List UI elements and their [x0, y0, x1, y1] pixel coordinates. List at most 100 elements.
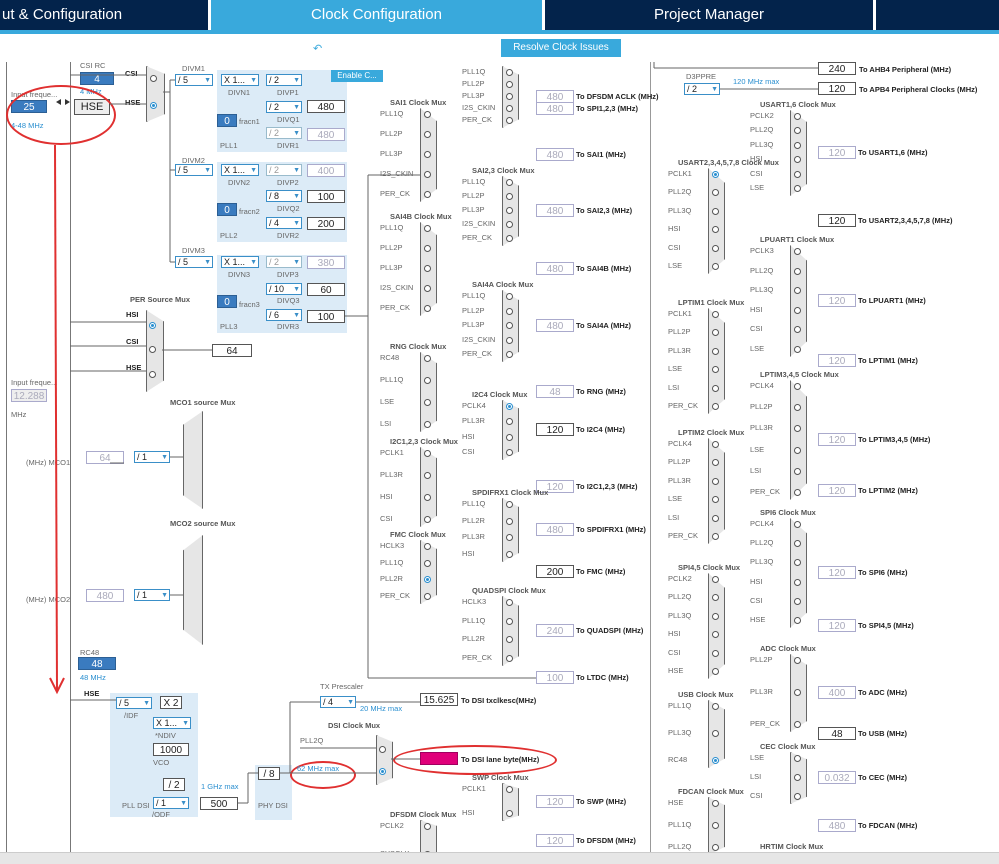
- pll3-divq-select[interactable]: / 10▼: [266, 283, 302, 295]
- mux-radio[interactable]: [506, 351, 513, 358]
- mux-radio[interactable]: [424, 171, 431, 178]
- mux-radio[interactable]: [712, 403, 719, 410]
- pll3-divm-select[interactable]: / 5▼: [175, 256, 213, 268]
- mux-radio[interactable]: [794, 141, 801, 149]
- per-radio-hsi[interactable]: [149, 322, 156, 329]
- mux-radio[interactable]: [424, 543, 431, 550]
- mux-radio[interactable]: [794, 425, 801, 433]
- mux-radio[interactable]: [712, 800, 719, 807]
- dsi-radio-pll2q[interactable]: [379, 746, 386, 753]
- mux-radio[interactable]: [424, 559, 431, 567]
- mux-radio[interactable]: [712, 703, 719, 710]
- mux-radio[interactable]: [424, 472, 431, 479]
- mux-radio[interactable]: [794, 185, 801, 192]
- mux-radio[interactable]: [794, 446, 801, 454]
- mux-radio[interactable]: [794, 559, 801, 567]
- mux-radio[interactable]: [712, 441, 719, 448]
- mux-radio[interactable]: [712, 263, 719, 270]
- mux-radio[interactable]: [424, 305, 431, 312]
- mux-radio[interactable]: [424, 494, 431, 501]
- mux-radio[interactable]: [712, 244, 719, 252]
- mux-radio[interactable]: [506, 179, 513, 186]
- pll-source-hse-radio[interactable]: [150, 102, 157, 109]
- mux-radio[interactable]: [712, 171, 719, 178]
- mux-radio[interactable]: [712, 329, 719, 337]
- mux-radio[interactable]: [712, 207, 719, 215]
- per-radio-csi[interactable]: [149, 346, 156, 353]
- resolve-clock-issues-button[interactable]: Resolve Clock Issues: [501, 39, 621, 57]
- dsi-idf-select[interactable]: / 5▼: [116, 697, 152, 709]
- mux-radio[interactable]: [794, 113, 801, 120]
- mux-radio[interactable]: [712, 649, 719, 657]
- mux-radio[interactable]: [506, 193, 513, 200]
- mux-radio[interactable]: [712, 384, 719, 392]
- mux-radio[interactable]: [794, 521, 801, 528]
- mux-radio[interactable]: [712, 757, 719, 764]
- mux-radio[interactable]: [506, 293, 513, 300]
- mux-radio[interactable]: [424, 421, 431, 428]
- mux-radio[interactable]: [712, 477, 719, 485]
- mux-radio[interactable]: [506, 786, 513, 793]
- enable-css-button[interactable]: Enable C...: [331, 70, 383, 82]
- mux-radio[interactable]: [794, 467, 801, 475]
- mux-radio[interactable]: [712, 347, 719, 355]
- pll3-divn-select[interactable]: X 1...▼: [221, 256, 259, 268]
- mux-radio[interactable]: [424, 285, 431, 292]
- mux-radio[interactable]: [506, 221, 513, 228]
- mux-radio[interactable]: [506, 551, 513, 558]
- tab-tools[interactable]: [876, 0, 999, 30]
- mux-radio[interactable]: [794, 657, 801, 664]
- per-radio-hse[interactable]: [149, 371, 156, 378]
- mux-radio[interactable]: [506, 810, 513, 817]
- mux-radio[interactable]: [712, 844, 719, 851]
- mux-radio[interactable]: [712, 822, 719, 829]
- mux-radio[interactable]: [424, 355, 431, 362]
- dsi-odf-select[interactable]: / 1▼: [153, 797, 189, 809]
- mux-radio[interactable]: [712, 514, 719, 522]
- pll2-divp-select[interactable]: / 2▼: [266, 164, 302, 176]
- pll3-divr-select[interactable]: / 6▼: [266, 309, 302, 321]
- mux-radio[interactable]: [506, 117, 513, 124]
- mux-radio[interactable]: [506, 105, 513, 112]
- pll1-divq-select[interactable]: / 2▼: [266, 101, 302, 113]
- mux-radio[interactable]: [794, 578, 801, 586]
- pll1-divp-select[interactable]: / 2▼: [266, 74, 302, 86]
- mux-radio[interactable]: [424, 576, 431, 584]
- mux-radio[interactable]: [506, 81, 513, 88]
- dsi-radio-phy[interactable]: [379, 768, 386, 775]
- mux-radio[interactable]: [506, 207, 513, 214]
- mux-radio[interactable]: [794, 287, 801, 295]
- mux-radio[interactable]: [712, 366, 719, 374]
- mux-radio[interactable]: [506, 534, 513, 542]
- mux-radio[interactable]: [424, 516, 431, 523]
- mux-radio[interactable]: [424, 399, 431, 406]
- mux-radio[interactable]: [506, 336, 513, 344]
- mux-radio[interactable]: [424, 245, 431, 252]
- mux-radio[interactable]: [506, 501, 513, 508]
- mux-radio[interactable]: [794, 170, 801, 178]
- pll2-fracn-value[interactable]: 0: [217, 203, 237, 216]
- mux-radio[interactable]: [424, 265, 431, 272]
- mux-radio[interactable]: [794, 248, 801, 255]
- mux-radio[interactable]: [794, 793, 801, 800]
- mux-radio[interactable]: [506, 655, 513, 662]
- mux-radio[interactable]: [794, 346, 801, 353]
- mux-radio[interactable]: [794, 721, 801, 728]
- mux-radio[interactable]: [794, 774, 801, 781]
- mux-radio[interactable]: [794, 156, 801, 164]
- mux-radio[interactable]: [712, 189, 719, 197]
- mux-radio[interactable]: [424, 151, 431, 158]
- mux-radio[interactable]: [794, 755, 801, 762]
- mux-radio[interactable]: [794, 689, 801, 696]
- mux-radio[interactable]: [506, 433, 513, 441]
- mux-radio[interactable]: [794, 597, 801, 605]
- mux-radio[interactable]: [794, 489, 801, 496]
- pll-source-csi-radio[interactable]: [150, 75, 157, 82]
- mux-radio[interactable]: [712, 459, 719, 467]
- mux-radio[interactable]: [424, 111, 431, 118]
- mux-radio[interactable]: [794, 306, 801, 314]
- mux-radio[interactable]: [794, 326, 801, 334]
- lse-input-value[interactable]: 12.288: [11, 389, 47, 402]
- mux-radio[interactable]: [794, 383, 801, 390]
- mux-radio[interactable]: [794, 617, 801, 624]
